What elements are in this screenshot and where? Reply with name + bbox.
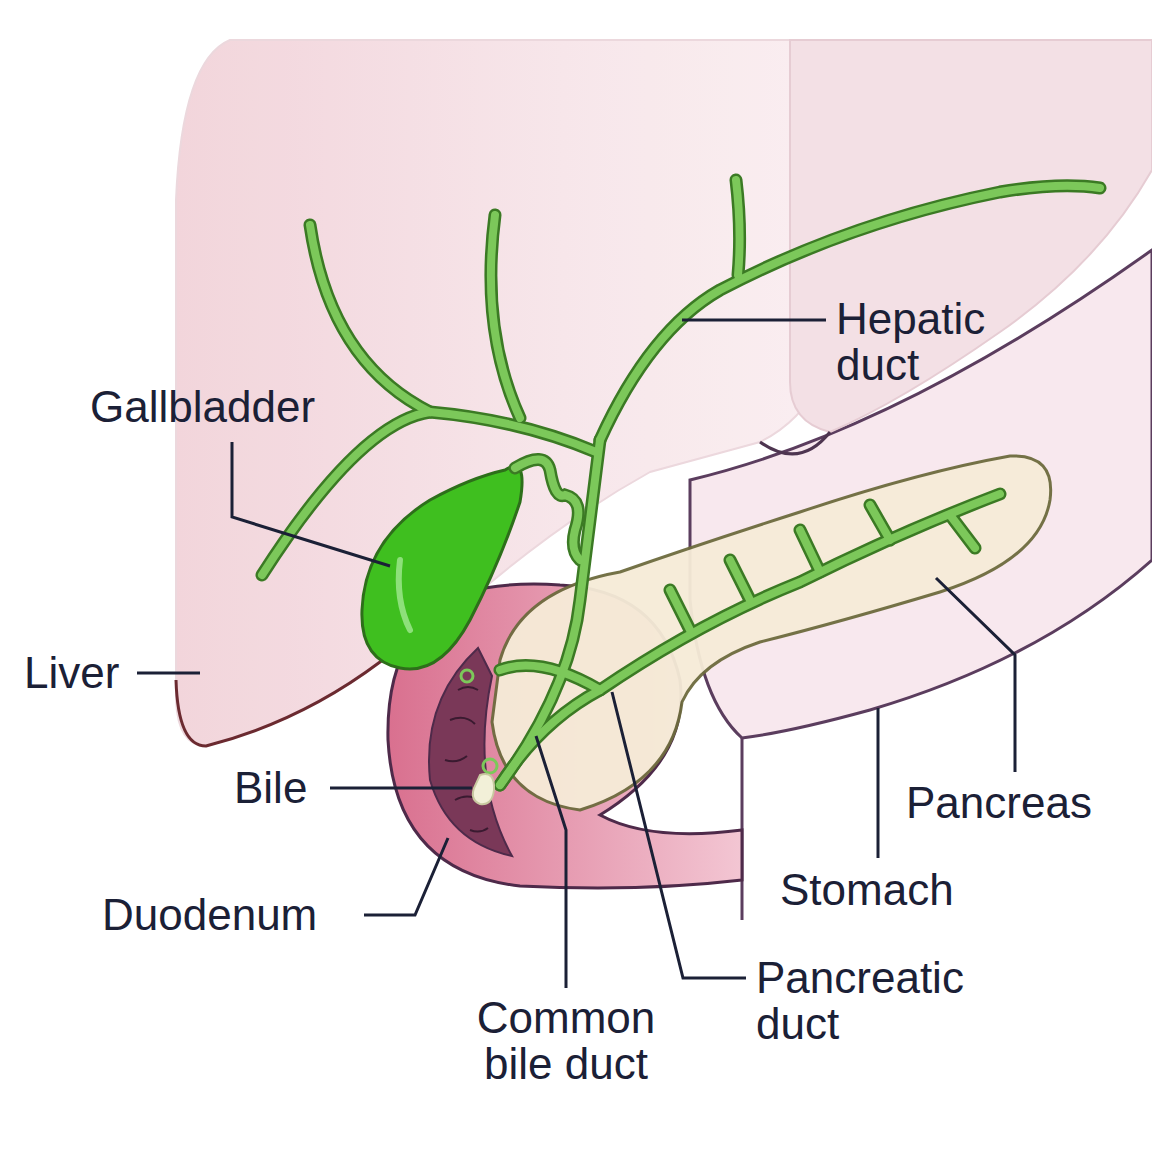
part-label: Stomach: [780, 867, 954, 913]
part-label: Gallbladder: [90, 384, 315, 430]
part-label: Pancreatic duct: [756, 955, 1006, 1047]
gallbladder-shape: [362, 466, 522, 669]
part-label: Duodenum: [102, 892, 317, 938]
duct-outline: [262, 180, 1100, 785]
duct-opening: [483, 759, 497, 773]
part-label: Bile: [234, 765, 307, 811]
gallbladder-shine: [399, 560, 410, 630]
part-label: Hepatic duct: [836, 296, 1036, 388]
duct-opening: [461, 670, 473, 682]
part-label: Common bile duct: [458, 995, 674, 1087]
part-label: Pancreas: [906, 780, 1092, 826]
bile-drop: [473, 774, 494, 804]
liver-edge: [760, 432, 830, 454]
duodenum-folds: [445, 687, 488, 832]
part-label: Liver: [24, 650, 119, 696]
duct: [262, 180, 1100, 785]
